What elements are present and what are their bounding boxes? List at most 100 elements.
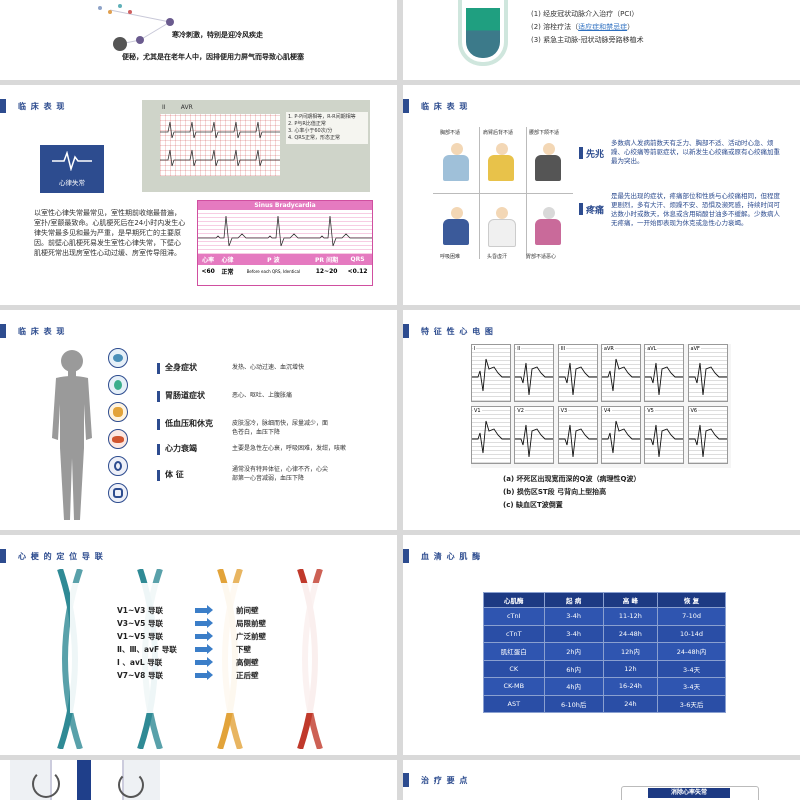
ecg-trace xyxy=(688,362,727,396)
enzyme-cell: 24h xyxy=(602,694,659,713)
ecg-lead-label: V4 xyxy=(602,408,612,414)
section-label-prodrome: 先兆 xyxy=(586,150,605,160)
slide-title: 临 床 表 现 xyxy=(18,101,66,111)
ecg-lead-label: V2 xyxy=(516,408,525,414)
enzyme-cell: AST xyxy=(483,694,545,713)
risk-line-1: 寒冷刺激，特别是迎冷风疾走 xyxy=(172,31,263,39)
ecg-trace xyxy=(601,420,640,454)
enzyme-cell: 7-10d xyxy=(657,607,726,626)
region-name: 广泛前壁 xyxy=(236,632,266,641)
enzyme-header-cell: 心肌酶 xyxy=(483,592,545,608)
lead-name: Ⅱ、Ⅲ、avF 导联 xyxy=(117,645,177,654)
treatment-item-2: (2) 溶栓疗法（适应症和禁忌症） xyxy=(531,23,635,31)
ecg-lead-label: II xyxy=(516,346,522,352)
badge-label: 心律失常 xyxy=(59,179,85,187)
liver-icon xyxy=(108,429,128,449)
ecg-lead-cell: III xyxy=(557,344,598,402)
person-figure xyxy=(535,207,563,247)
lungs-icon xyxy=(108,402,128,422)
slide-title: 临 床 表 现 xyxy=(421,101,469,111)
arrow-right-icon xyxy=(195,608,207,613)
enzyme-cell: 6h内 xyxy=(543,659,604,678)
symptom-label: 全身症状 xyxy=(165,363,197,372)
enzyme-cell: cTnI xyxy=(483,607,545,626)
symptom-label: 胃肠道症状 xyxy=(165,391,205,400)
slide-lead-localization: 心 梗 的 定 位 导 联 V1~V3 导联 前间壁 V3~V5 导联 局限前壁… xyxy=(0,535,397,755)
sinus-value-cell: <60 xyxy=(201,267,215,275)
enzyme-cell: 3-6天后 xyxy=(657,694,726,713)
slide-title: 血 清 心 肌 酶 xyxy=(421,551,482,561)
ecg-lead-cell: II xyxy=(514,344,555,402)
section-marker xyxy=(579,147,583,159)
slide-treatment-options: (1) 经皮冠状动脉介入治疗（PCI） (2) 溶栓疗法（适应症和禁忌症） (3… xyxy=(403,0,800,80)
lead-name: Ⅰ 、avL 导联 xyxy=(117,658,163,667)
sinus-header-cell: PR 间期 xyxy=(315,257,339,264)
region-name: 高侧壁 xyxy=(236,658,259,667)
person-figure xyxy=(535,143,563,183)
slide-risk-factors: 寒冷刺激，特别是迎冷风疾走 便秘，尤其是在老年人中，因排便用力屏气而导致心肌梗塞 xyxy=(0,0,397,80)
ecg-lead-cell: V2 xyxy=(514,406,555,464)
enzyme-cell: 4h内 xyxy=(543,677,604,696)
ecg-lead-label: aVF xyxy=(689,346,701,352)
slide-header: 临 床 表 现 xyxy=(0,324,65,338)
lead-map-row: V1~V5 导联 广泛前壁 xyxy=(117,631,317,643)
lead-map-row: Ⅰ 、avL 导联 高侧壁 xyxy=(117,657,317,669)
pain-text: 是最先出现的症状，疼痛部位和性质与心绞痛相同，但程度更剧烈，多有大汗、烦躁不安、… xyxy=(611,192,780,227)
section-marker xyxy=(579,203,583,215)
ecg-finding: (a) 坏死区出现宽而深的Q波（病理性Q波） xyxy=(503,475,641,483)
enzyme-cell: 2h内 xyxy=(543,642,604,661)
arrow-right-icon-tip xyxy=(207,618,213,628)
slide-doctor-partial xyxy=(0,760,397,800)
kidney-icon xyxy=(108,456,128,476)
enzyme-cell: 3-4h xyxy=(543,624,604,643)
region-name: 正后壁 xyxy=(236,671,259,680)
enzyme-cell: 24-48h内 xyxy=(657,642,726,661)
lead-name: V7~V8 导联 xyxy=(117,671,163,680)
slide-title: 特 征 性 心 电 图 xyxy=(421,326,494,336)
lead-map-row: V7~V8 导联 正后壁 xyxy=(117,670,317,682)
intestine-icon xyxy=(108,483,128,503)
ecg-lead-label: II AVR xyxy=(162,104,193,111)
sinus-value-cell: <0.12 xyxy=(347,267,368,275)
ecg-lead-label: V3 xyxy=(559,408,569,414)
symptom-desc: 发热、心动过速、血沉增快 xyxy=(232,364,305,371)
indications-link[interactable]: 适应症和禁忌症 xyxy=(578,23,628,31)
section-label-pain: 疼痛 xyxy=(586,206,605,216)
ecg-lead-cell: V3 xyxy=(557,406,598,464)
ecg-lead-cell: V4 xyxy=(600,406,641,464)
ecg-trace xyxy=(558,362,597,396)
decorative-network-graphic xyxy=(98,4,174,51)
doctor-photo xyxy=(10,760,160,800)
arrow-right-icon xyxy=(195,634,207,639)
arrhythmia-button[interactable]: 消除心率失常 xyxy=(648,788,730,798)
arrow-right-icon-tip xyxy=(207,670,213,680)
lead-name: V3~V5 导联 xyxy=(117,619,163,628)
ecg-lead-label: I xyxy=(473,346,477,352)
sinus-value-cell: 12~20 xyxy=(315,267,338,275)
symptom-desc: 皮肤湿冷，脉细而快，尿量减少，面色苍白，血压下降 xyxy=(232,420,329,436)
enzyme-cell: CK xyxy=(483,659,545,678)
arrow-right-icon-tip xyxy=(207,631,213,641)
sinus-value-cell: Before each QRS, Identical xyxy=(246,268,301,274)
enzyme-header-cell: 起 病 xyxy=(543,592,604,608)
enzyme-cell: 16-24h xyxy=(602,677,659,696)
ecg-trace xyxy=(515,424,554,458)
enzyme-cell: cTnT xyxy=(483,624,545,643)
enzyme-cell: 3-4天 xyxy=(657,659,726,678)
arrhythmia-badge: 心律失常 xyxy=(40,145,104,191)
arrow-right-icon xyxy=(195,647,207,652)
ecg-lead-label: III xyxy=(559,346,567,352)
arrow-right-icon-tip xyxy=(207,605,213,615)
ecg-trace xyxy=(688,424,727,458)
human-body-silhouette xyxy=(52,350,92,520)
sinus-header-cell: 心率 xyxy=(202,257,215,264)
slide-header: 心 梗 的 定 位 导 联 xyxy=(0,549,104,563)
figure-label: 肩臂后背不适 xyxy=(483,130,514,136)
region-name: 局限前壁 xyxy=(236,619,266,628)
ecg-lead-label: aVR xyxy=(602,346,615,352)
ecg-trace xyxy=(645,362,684,396)
